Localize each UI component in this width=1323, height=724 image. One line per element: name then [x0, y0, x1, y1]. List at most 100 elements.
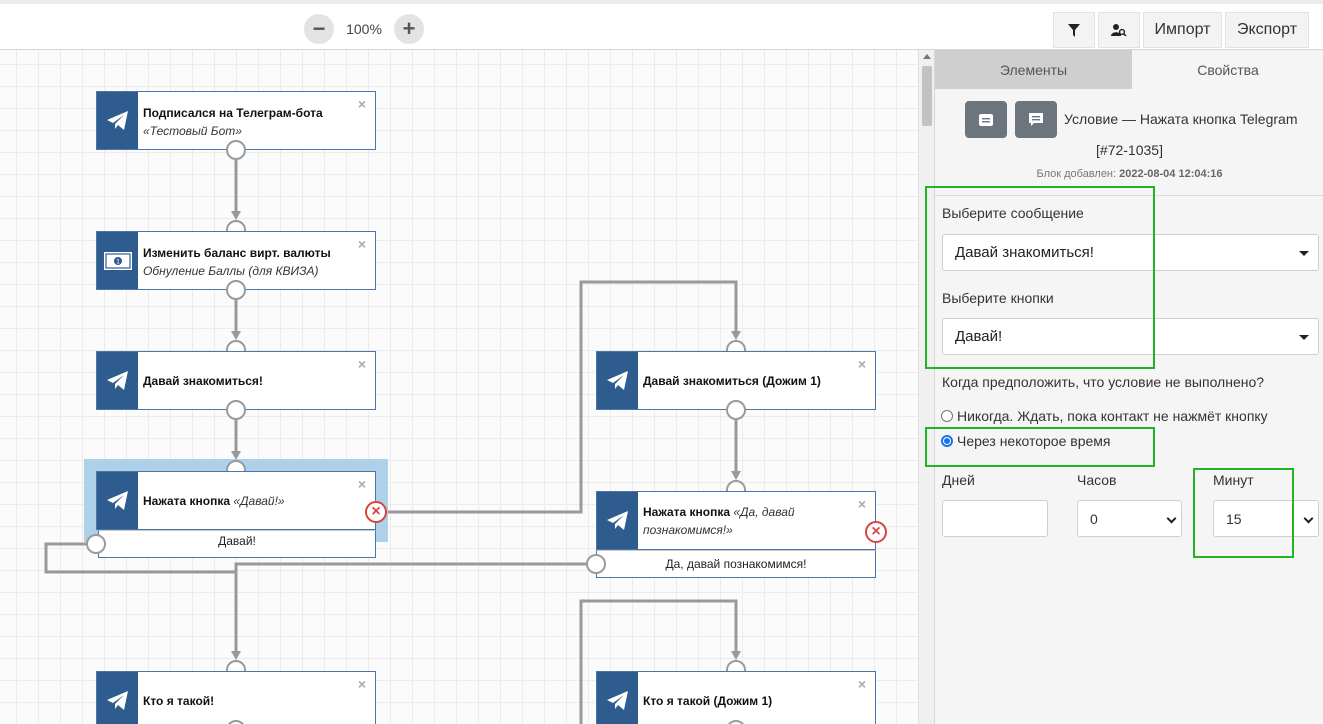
node-title: Кто я такой (Дожим 1)	[643, 694, 773, 708]
option-never-label: Никогда. Ждать, пока контакт не нажмёт к…	[957, 408, 1268, 424]
node-title: Давай знакомиться (Дожим 1)	[643, 374, 821, 388]
block-message-button[interactable]	[1015, 101, 1057, 138]
block-title: Условие — Нажата кнопка Telegram	[1064, 111, 1298, 127]
node-button-pressed-selected[interactable]: Нажата кнопка «Давай!» ×	[96, 471, 376, 530]
caret-down-icon	[1299, 335, 1309, 340]
telegram-icon	[597, 672, 638, 724]
node-subscribed-bot[interactable]: Подписался на Телеграм-бота «Тестовый Бот…	[96, 91, 376, 150]
import-button[interactable]: Импорт	[1143, 12, 1222, 48]
export-button[interactable]: Экспорт	[1225, 12, 1309, 48]
node-title: Подписался на Телеграм-бота	[143, 106, 323, 120]
block-added-info: Блок добавлен: 2022-08-04 12:04:16	[935, 168, 1323, 180]
close-icon[interactable]: ×	[357, 676, 366, 692]
block-added-value: 2022-08-04 12:04:16	[1119, 168, 1223, 180]
canvas-scrollbar[interactable]	[918, 50, 934, 724]
wire-6-7	[234, 562, 596, 654]
condition-question: Когда предположить, что условие не выпол…	[942, 374, 1265, 390]
annotation-box-minutes	[1193, 468, 1294, 558]
close-icon[interactable]: ×	[357, 236, 366, 252]
node-button-pressed-followup[interactable]: Нажата кнопка «Да, давай познакомимся!» …	[596, 491, 876, 550]
hours-label: Часов	[1077, 472, 1117, 488]
close-icon[interactable]: ×	[857, 676, 866, 692]
buttons-select[interactable]: Давай!	[942, 318, 1319, 355]
button-output-port[interactable]	[86, 534, 106, 554]
caret-down-icon	[1299, 251, 1309, 256]
button-output-port[interactable]	[586, 554, 606, 574]
svg-text:1: 1	[116, 258, 120, 265]
output-port[interactable]	[726, 400, 746, 420]
delete-icon[interactable]: ×	[365, 501, 387, 523]
filter-button[interactable]	[1053, 12, 1095, 48]
delete-icon[interactable]: ×	[865, 521, 887, 543]
node-subtitle: Обнуление Баллы (для КВИЗА)	[143, 264, 319, 278]
telegram-icon	[97, 672, 138, 724]
telegram-icon	[597, 492, 638, 549]
chevron-down-icon	[1166, 513, 1177, 524]
divider	[935, 195, 1323, 196]
message-select[interactable]: Давай знакомиться!	[942, 234, 1319, 271]
tab-elements[interactable]: Элементы	[935, 50, 1132, 89]
wire-8	[579, 599, 738, 724]
message-select-value: Давай знакомиться!	[955, 244, 1094, 261]
hours-select[interactable]: 0	[1077, 500, 1182, 537]
node-title: Нажата кнопка	[143, 494, 231, 508]
minutes-label: Минут	[1213, 472, 1254, 488]
square-text-icon	[979, 113, 993, 126]
option-never[interactable]: Никогда. Ждать, пока контакт не нажмёт к…	[941, 408, 1268, 424]
node-subtitle: «Давай!»	[233, 494, 285, 508]
annotation-box-selects	[925, 186, 1155, 369]
minutes-select[interactable]: 15	[1213, 500, 1319, 537]
radio-never[interactable]	[941, 410, 953, 422]
option-after-time-label: Через некоторое время	[957, 433, 1111, 449]
comment-icon	[1029, 112, 1043, 126]
output-port[interactable]	[226, 140, 246, 160]
zoom-level: 100%	[346, 21, 382, 37]
telegram-icon	[597, 352, 638, 409]
node-who-am-i-followup[interactable]: Кто я такой (Дожим 1) ×	[596, 671, 876, 724]
block-menu-button[interactable]	[965, 101, 1007, 138]
zoom-in-button[interactable]: +	[394, 14, 424, 44]
user-search-icon	[1111, 24, 1127, 37]
chevron-down-icon	[1303, 513, 1314, 524]
message-label: Выберите сообщение	[942, 205, 1084, 221]
close-icon[interactable]: ×	[357, 356, 366, 372]
radio-after-time[interactable]	[941, 435, 953, 447]
option-after-time[interactable]: Через некоторое время	[941, 433, 1110, 449]
scroll-thumb[interactable]	[922, 66, 932, 126]
output-port[interactable]	[226, 280, 246, 300]
top-toolbar: − 100% + Импорт Экспорт	[0, 0, 1323, 50]
tab-properties[interactable]: Свойства	[1132, 50, 1323, 89]
connection-wires	[44, 160, 741, 724]
button-option-row[interactable]: Да, давай познакомимся!	[596, 550, 876, 578]
flow-canvas[interactable]: Подписался на Телеграм-бота «Тестовый Бот…	[0, 50, 918, 724]
hours-value: 0	[1090, 510, 1098, 527]
zoom-out-button[interactable]: −	[304, 14, 334, 44]
buttons-label: Выберите кнопки	[942, 290, 1054, 306]
node-title: Давай знакомиться!	[143, 374, 263, 388]
scroll-up-icon[interactable]	[923, 54, 931, 59]
node-title: Нажата кнопка	[643, 505, 731, 519]
node-title: Кто я такой!	[143, 694, 215, 708]
node-who-am-i[interactable]: Кто я такой! ×	[96, 671, 376, 724]
days-label: Дней	[942, 472, 975, 488]
close-icon[interactable]: ×	[357, 96, 366, 112]
close-icon[interactable]: ×	[357, 476, 366, 492]
telegram-icon	[97, 472, 138, 529]
money-icon: 1	[97, 232, 138, 289]
node-subtitle: «Тестовый Бот»	[143, 124, 242, 138]
telegram-icon	[97, 352, 138, 409]
block-added-label: Блок добавлен:	[1036, 168, 1117, 180]
telegram-icon	[97, 92, 138, 149]
close-icon[interactable]: ×	[857, 356, 866, 372]
node-subtitle: «Да, давай познакомимся!»	[643, 505, 795, 537]
properties-panel: Элементы Свойства Условие — Нажата кнопк…	[925, 50, 1323, 724]
filter-icon	[1068, 23, 1080, 37]
node-lets-meet-followup[interactable]: Давай знакомиться (Дожим 1) ×	[596, 351, 876, 410]
wire-4-loop	[44, 542, 236, 574]
output-port[interactable]	[226, 400, 246, 420]
close-icon[interactable]: ×	[857, 496, 866, 512]
days-input[interactable]	[942, 500, 1048, 537]
user-search-button[interactable]	[1098, 12, 1140, 48]
wire-4-5	[386, 280, 738, 514]
button-option-row[interactable]: Давай!	[98, 530, 376, 558]
